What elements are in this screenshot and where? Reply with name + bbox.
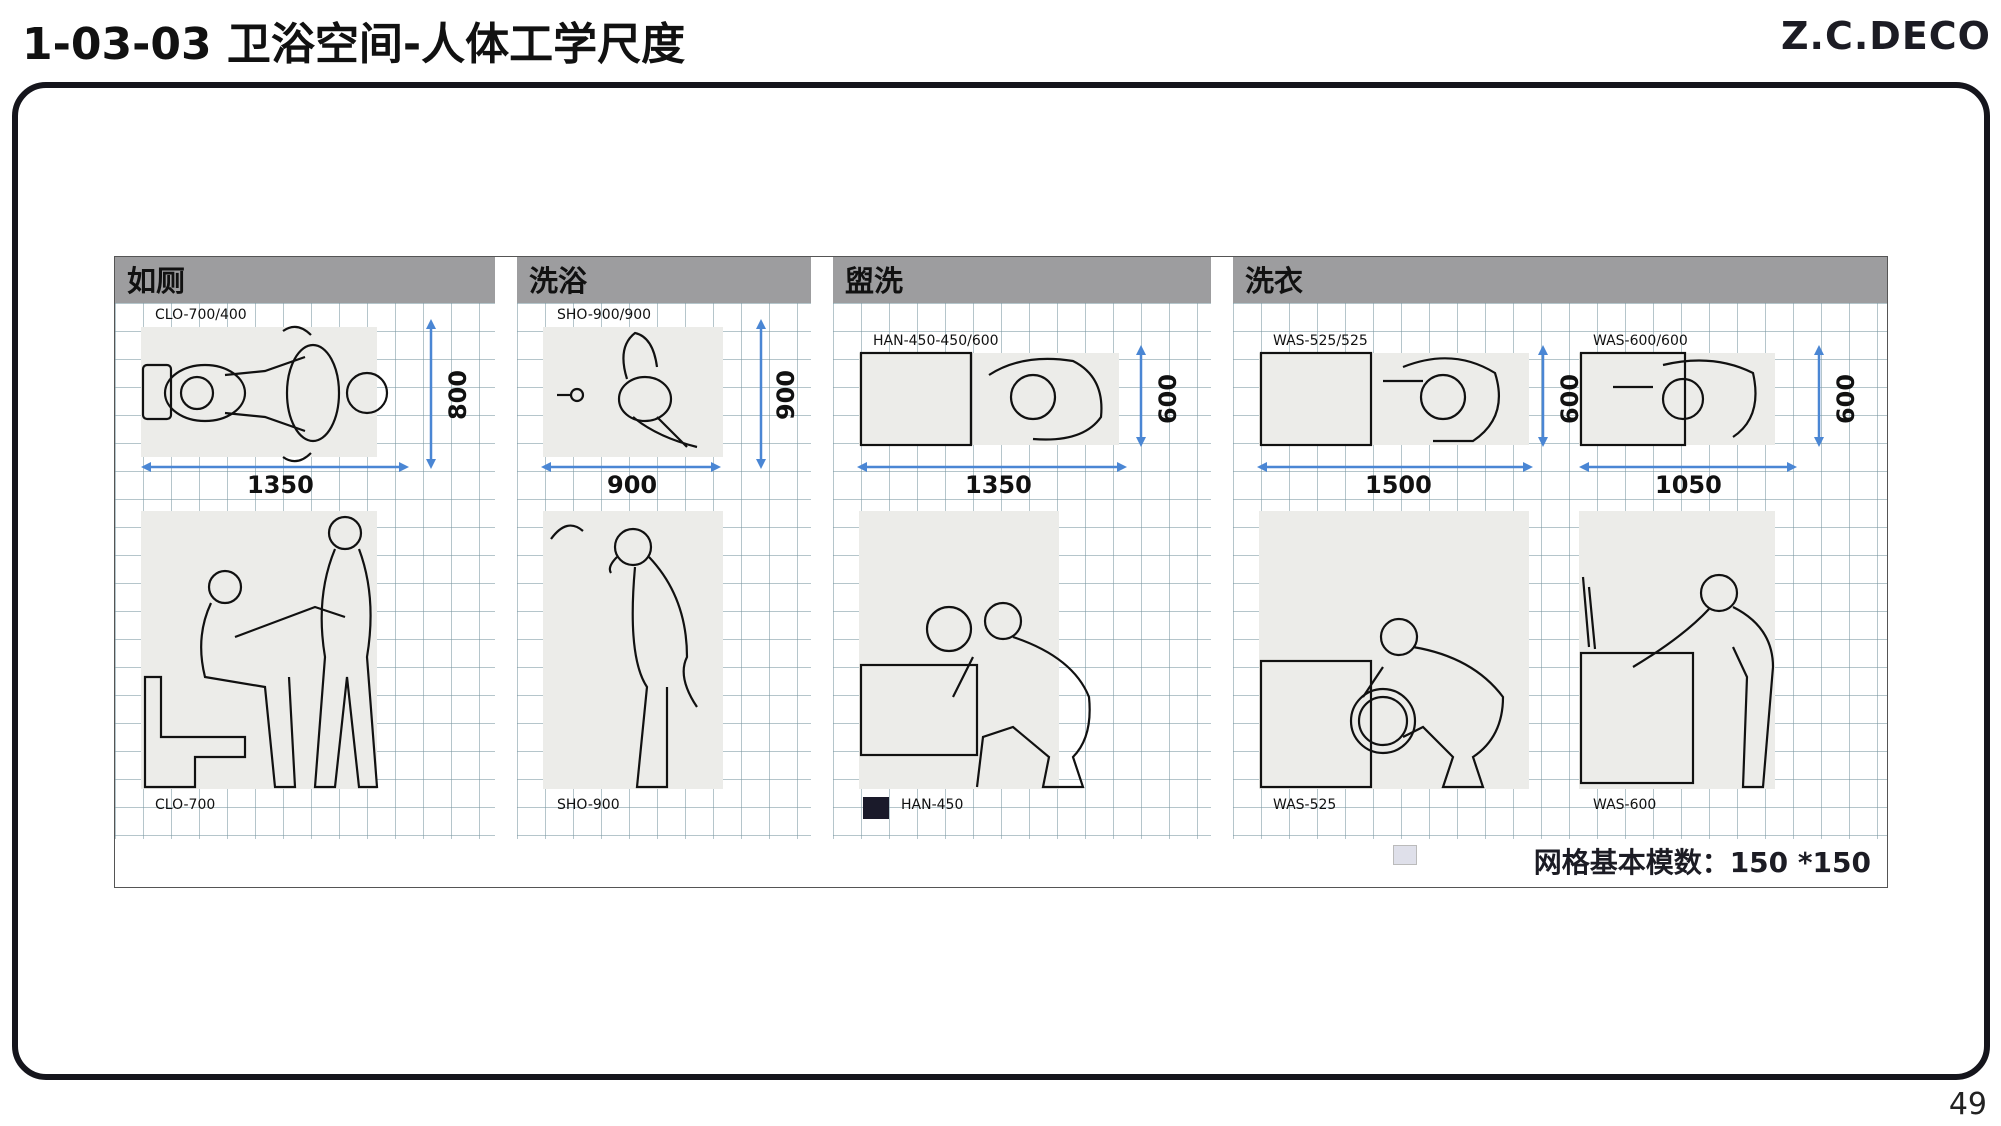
panel-toilet-title: 如厕 — [115, 257, 495, 303]
panel-toilet-top-label: CLO-700/400 — [155, 307, 247, 323]
panel-toilet-width-dim: 1350 — [247, 471, 314, 499]
panel-laundry-height-dim-a: 600 — [1556, 373, 1585, 425]
brand-logo: Z.C.DECO — [1780, 14, 1991, 58]
panel-washbasin-top-label: HAN-450-450/600 — [873, 333, 999, 349]
panel-washbasin-height-dim: 600 — [1154, 373, 1183, 425]
panel-shower-bottom-label: SHO-900 — [557, 797, 620, 813]
grid-module-note: 网格基本模数：150 *150 — [1533, 846, 1871, 879]
separator — [495, 257, 517, 839]
panel-washbasin-title: 盥洗 — [833, 257, 1211, 303]
panel-washbasin: 盥洗 HAN-450-450/600 600 1350 HAN-450 — [833, 257, 1211, 839]
washbasin-plan-figure — [857, 345, 1146, 819]
panel-shower: 洗浴 SHO-900/900 900 900 SHO-900 — [517, 257, 811, 839]
panel-washbasin-width-dim: 1350 — [965, 471, 1032, 499]
shower-plan-figure — [541, 319, 766, 789]
content-frame — [12, 82, 1990, 1080]
panel-laundry-bottom-label-a: WAS-525 — [1273, 797, 1337, 813]
panel-laundry-bottom-label-b: WAS-600 — [1593, 797, 1657, 813]
panel-laundry-title: 洗衣 — [1233, 257, 1887, 303]
panel-laundry-top-label-b: WAS-600/600 — [1593, 333, 1688, 349]
panel-laundry-top-label-a: WAS-525/525 — [1273, 333, 1368, 349]
page-title: 1-03-03 卫浴空间-人体工学尺度 — [22, 19, 686, 70]
panel-shower-width-dim: 900 — [607, 471, 658, 499]
panel-toilet-bottom-label: CLO-700 — [155, 797, 216, 813]
panel-shower-title: 洗浴 — [517, 257, 811, 303]
toilet-plan-figure — [141, 319, 436, 789]
panel-toilet: 如厕 CLO-700/400 800 1350 — [115, 257, 495, 839]
grid-swatch — [1393, 845, 1417, 865]
separator — [1211, 257, 1233, 839]
panel-laundry-height-dim-b: 600 — [1832, 373, 1861, 425]
panel-toilet-height-dim: 800 — [444, 369, 473, 421]
page-number: 49 — [1948, 1087, 1987, 1122]
separator — [811, 257, 833, 839]
panel-shower-height-dim: 900 — [772, 369, 801, 421]
panel-laundry-width-dim-a: 1500 — [1365, 471, 1432, 499]
laundry-plan-figure — [1257, 345, 1824, 789]
panel-shower-top-label: SHO-900/900 — [557, 307, 652, 323]
panel-laundry-width-dim-b: 1050 — [1655, 471, 1722, 499]
panel-washbasin-bottom-label: HAN-450 — [901, 797, 964, 813]
ergonomics-board: 如厕 CLO-700/400 800 1350 — [114, 256, 1888, 888]
panel-laundry: 洗衣 WAS-525/525 WAS-600/600 — [1233, 257, 1887, 839]
